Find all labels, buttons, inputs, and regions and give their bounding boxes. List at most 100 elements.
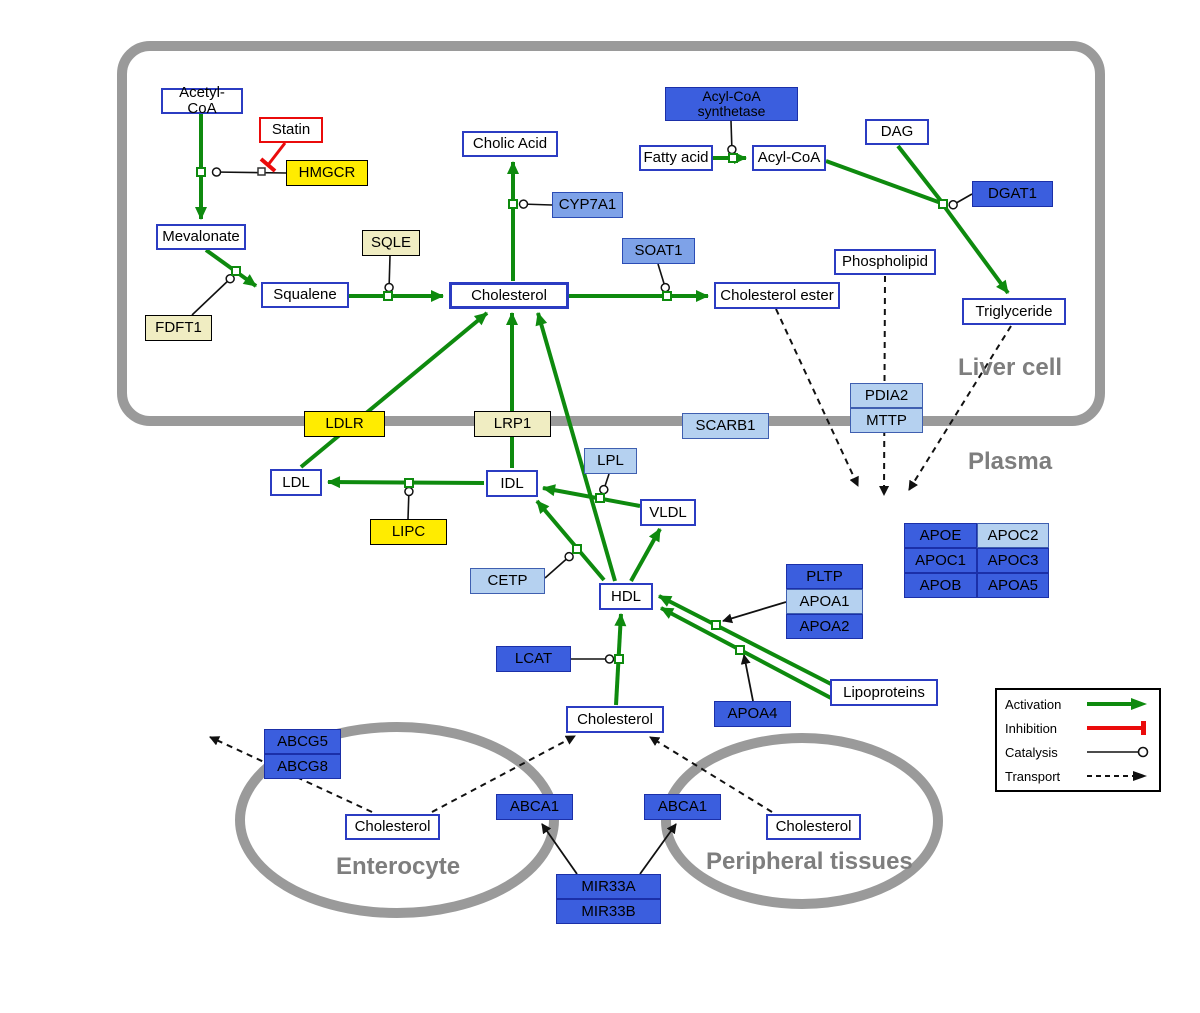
legend-row-inhibition: Inhibition <box>997 716 1159 740</box>
catalysis-edge-sqle <box>384 255 394 293</box>
node-scarb1[interactable]: SCARB1 <box>682 413 769 439</box>
node-dag[interactable]: DAG <box>865 119 929 145</box>
inhibition-edge-statin <box>266 142 287 166</box>
node-phospholipid[interactable]: Phospholipid <box>834 249 936 275</box>
activation-edge-hdl-idl <box>535 499 606 582</box>
catalysis-edge-lipc <box>404 486 414 520</box>
node-lcat[interactable]: LCAT <box>496 646 571 672</box>
reaction-anchors <box>196 153 948 664</box>
node-abcg8[interactable]: ABCG8 <box>264 754 341 779</box>
node-cetp[interactable]: CETP <box>470 568 545 594</box>
node-abcg5[interactable]: ABCG5 <box>264 729 341 754</box>
legend: Activation Inhibition Catalysis Transpor… <box>995 688 1161 792</box>
legend-activation-label: Activation <box>1005 696 1062 712</box>
node-statin[interactable]: Statin <box>259 117 323 143</box>
node-apob[interactable]: APOB <box>904 573 977 598</box>
plasma-label: Plasma <box>968 448 1053 475</box>
activation-edge-junction-triglyceride <box>942 204 1010 295</box>
catalysis-edge-dgat1 <box>948 193 973 210</box>
liver-cell-label: Liver cell <box>958 354 1063 381</box>
activation-edge-lipoproteins-hdl-upper <box>658 594 832 686</box>
edge-mir33-abca1-peripheral <box>639 823 677 875</box>
activation-edge-acylcoa-junction <box>825 159 942 205</box>
node-cholesterol-peripheral[interactable]: Cholesterol <box>766 814 861 840</box>
node-mttp[interactable]: MTTP <box>850 408 923 433</box>
node-mir33b[interactable]: MIR33B <box>556 899 661 924</box>
node-cholic-acid[interactable]: Cholic Acid <box>462 131 558 157</box>
node-apoa2[interactable]: APOA2 <box>786 614 863 639</box>
node-mir33a[interactable]: MIR33A <box>556 874 661 899</box>
node-cyp7a1[interactable]: CYP7A1 <box>552 192 623 218</box>
node-cholesterol-liver[interactable]: Cholesterol <box>449 282 569 309</box>
node-apoc3[interactable]: APOC3 <box>977 548 1049 573</box>
node-lrp1[interactable]: LRP1 <box>474 411 551 437</box>
node-vldl[interactable]: VLDL <box>640 499 696 526</box>
node-mevalonate[interactable]: Mevalonate <box>156 224 246 250</box>
node-abca1-peripheral[interactable]: ABCA1 <box>644 794 721 820</box>
legend-inhibition-label: Inhibition <box>1005 720 1058 736</box>
node-apoa4[interactable]: APOA4 <box>714 701 791 727</box>
node-ldlr[interactable]: LDLR <box>304 411 385 437</box>
node-cholesterol-ester[interactable]: Cholesterol ester <box>714 282 840 309</box>
liver-cell-membrane <box>117 41 1105 426</box>
node-acyl-coa[interactable]: Acyl-CoA <box>752 145 826 171</box>
transport-edge-peripheral-cholesterol <box>649 736 773 813</box>
node-dgat1[interactable]: DGAT1 <box>972 181 1053 207</box>
activation-edge-vldl-idl <box>542 484 641 508</box>
inhibition-tbar-icon <box>1087 721 1146 735</box>
catalysis-edge-soat1 <box>657 263 671 293</box>
node-apoc2[interactable]: APOC2 <box>977 523 1049 548</box>
catalysis-edge-acylcoa-synthetase <box>727 120 737 155</box>
inhibition-tbar-statin <box>259 157 277 173</box>
node-sqle[interactable]: SQLE <box>362 230 420 256</box>
catalysis-edge-hmgcr <box>211 167 287 177</box>
catalysis-edge-cetp <box>544 551 574 579</box>
transport-edge-enterocyte-cholesterol <box>431 735 576 813</box>
activation-edge-dag-junction <box>896 144 943 203</box>
node-cholesterol-plasma[interactable]: Cholesterol <box>566 706 664 733</box>
transport-edge-cholesterolester-plasma <box>775 308 859 487</box>
node-hmgcr[interactable]: HMGCR <box>286 160 368 186</box>
activation-edge-lipoproteins-hdl-lower <box>660 606 832 700</box>
node-squalene[interactable]: Squalene <box>261 282 349 308</box>
node-lipc[interactable]: LIPC <box>370 519 447 545</box>
catalysis-circle-icon <box>1087 746 1149 758</box>
legend-row-transport: Transport <box>997 764 1159 788</box>
catalysis-edge-cyp7a1 <box>518 199 553 209</box>
node-apoe[interactable]: APOE <box>904 523 977 548</box>
node-apoa1[interactable]: APOA1 <box>786 589 863 614</box>
legend-catalysis-label: Catalysis <box>1005 744 1058 760</box>
enterocyte-label: Enterocyte <box>336 853 461 880</box>
node-apoa5[interactable]: APOA5 <box>977 573 1049 598</box>
node-acyl-coa-synthetase[interactable]: Acyl-CoA synthetase <box>665 87 798 121</box>
node-soat1[interactable]: SOAT1 <box>622 238 695 264</box>
node-idl[interactable]: IDL <box>486 470 538 497</box>
node-ldl[interactable]: LDL <box>270 469 322 496</box>
node-fdft1[interactable]: FDFT1 <box>145 315 212 341</box>
node-cholesterol-enterocyte[interactable]: Cholesterol <box>345 814 440 840</box>
node-hdl[interactable]: HDL <box>599 583 653 610</box>
legend-row-catalysis: Catalysis <box>997 740 1159 764</box>
legend-row-activation: Activation <box>997 692 1159 716</box>
peripheral-tissues-membrane <box>661 733 943 909</box>
activation-edge-ldl-cholesterol <box>299 311 489 469</box>
edge-apoa-group-hdl <box>722 601 787 624</box>
node-lpl[interactable]: LPL <box>584 448 637 474</box>
edge-apoa4-hdl <box>740 654 754 702</box>
node-lipoproteins[interactable]: Lipoproteins <box>830 679 938 706</box>
node-acetyl-coa[interactable]: Acetyl-CoA <box>161 85 243 116</box>
activation-edge-hdl-vldl <box>629 528 662 582</box>
node-pdia2[interactable]: PDIA2 <box>850 383 923 408</box>
node-pltp[interactable]: PLTP <box>786 564 863 589</box>
transport-edge-phospholipid-plasma <box>879 275 890 496</box>
node-apoc1[interactable]: APOC1 <box>904 548 977 573</box>
legend-transport-label: Transport <box>1005 768 1061 784</box>
edge-mir33-abca1-enterocyte <box>541 823 578 875</box>
node-abca1-enterocyte[interactable]: ABCA1 <box>496 794 573 820</box>
catalysis-edge-lpl <box>599 473 610 495</box>
activation-edge-hdl-cholesterol <box>535 312 617 582</box>
node-triglyceride[interactable]: Triglyceride <box>962 298 1066 325</box>
node-fatty-acid[interactable]: Fatty acid <box>639 145 713 171</box>
